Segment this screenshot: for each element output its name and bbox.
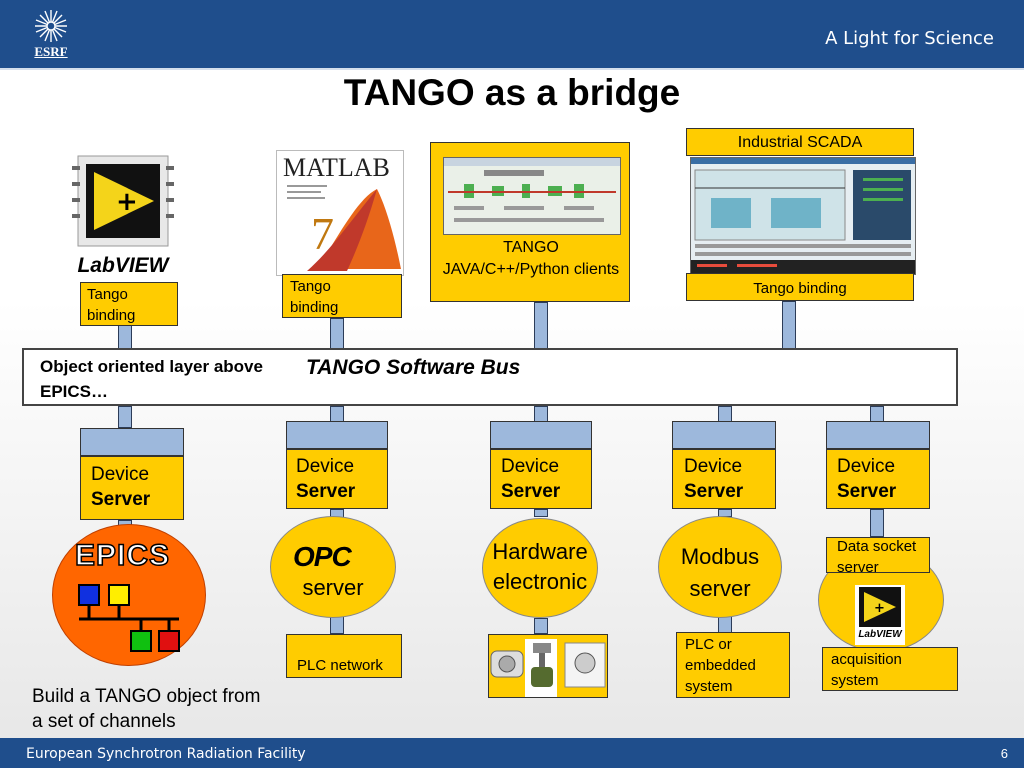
scada-binding-box: Tango binding (686, 273, 914, 301)
device-server-box: Device Server (490, 449, 592, 509)
epics-note: Build a TANGO object from a set of chann… (32, 686, 261, 732)
device-server-header (826, 421, 930, 449)
device-server-header (490, 421, 592, 449)
beamline-control-screenshot (443, 157, 621, 235)
device-server-box: Device Server (826, 449, 930, 509)
hardware-oval: Hardware electronic (482, 518, 598, 618)
matlab-membrane-icon (287, 185, 401, 271)
connector (534, 618, 548, 634)
plc-embedded-label: PLC or embedded system (685, 636, 756, 695)
device-label: Device (296, 456, 355, 477)
device-server-box: Device Server (672, 449, 776, 509)
plc-network-label: PLC network (297, 657, 383, 674)
data-socket-box: Data socket server (826, 537, 930, 576)
device-server-header (672, 421, 776, 449)
page-title: TANGO as a bridge (343, 72, 681, 113)
connector (870, 509, 884, 537)
hardware-label: Hardware electronic (492, 539, 588, 594)
hardware-devices-icon (490, 639, 606, 697)
hardware-box (488, 634, 608, 698)
server-label: Server (837, 481, 897, 502)
connector (782, 301, 796, 349)
connector (330, 406, 344, 422)
bus-title: TANGO Software Bus (306, 356, 521, 379)
connector (118, 406, 132, 428)
logo-text: ESRF (34, 44, 68, 59)
scada-header: Industrial SCADA (737, 134, 863, 151)
device-server-box: Device Server (80, 456, 184, 520)
page-number: 6 (1000, 746, 1008, 761)
esrf-star-icon (35, 10, 67, 42)
matlab-binding-box: Tango binding (282, 274, 402, 318)
connector (870, 406, 884, 422)
tango-clients-label: TANGO JAVA/C++/Python clients (442, 239, 620, 278)
epics-oval: EPICS (52, 524, 206, 666)
device-server-header (286, 421, 388, 449)
binding-label: Tango binding (290, 278, 339, 316)
device-server-header (80, 428, 184, 456)
plc-embedded-box: PLC or embedded system (676, 632, 790, 698)
footer-text: European Synchrotron Radiation Facility (26, 746, 306, 762)
server-label: Server (91, 489, 151, 510)
footer-bar (0, 738, 1024, 768)
tango-software-bus (22, 348, 958, 406)
epics-logo-text: EPICS (74, 538, 171, 573)
tagline: A Light for Science (825, 28, 994, 49)
esrf-logo: ESRF (24, 8, 78, 60)
plc-network-box: PLC network (286, 634, 402, 678)
scada-header-box: Industrial SCADA (686, 128, 914, 156)
opc-logo: OPC (293, 541, 352, 572)
labview-logo: + LabVIEW (72, 152, 174, 280)
acquisition-label: acquisition system (831, 651, 902, 689)
connector (534, 406, 548, 422)
device-label: Device (501, 456, 560, 477)
svg-text:+: + (116, 187, 138, 217)
labview-small-text: LabVIEW (858, 629, 902, 640)
modbus-oval: Modbus server (658, 516, 782, 618)
labview-binding-box: Tango binding (80, 282, 178, 326)
labview-small-logo: + LabVIEW (855, 585, 905, 645)
scada-screenshot (690, 157, 916, 275)
header-bar (0, 0, 1024, 70)
acquisition-box: acquisition system (822, 647, 958, 691)
bus-subtitle: Object oriented layer above EPICS… (40, 357, 263, 401)
connector (330, 318, 344, 349)
server-label: Server (501, 481, 561, 502)
matlab-version: 7 (311, 208, 334, 259)
opc-server-label: server (302, 575, 364, 600)
connector (330, 616, 344, 634)
connector (534, 509, 548, 517)
svg-text:+: + (874, 601, 885, 616)
server-label: Server (296, 481, 356, 502)
device-server-box: Device Server (286, 449, 388, 509)
connector (118, 325, 132, 349)
matlab-logo: MATLAB 7 (276, 150, 404, 276)
labview-icon: + (859, 587, 901, 627)
modbus-label: Modbus server (680, 544, 760, 601)
epics-network-icon (78, 584, 180, 652)
matlab-logo-text: MATLAB (283, 153, 390, 182)
device-label: Device (837, 456, 896, 477)
device-label: Device (91, 464, 150, 485)
labview-icon: + (72, 155, 174, 247)
connector (534, 302, 548, 349)
server-label: Server (684, 481, 744, 502)
binding-label: Tango binding (753, 280, 847, 297)
labview-logo-text: LabVIEW (77, 254, 169, 277)
tango-clients-box: TANGO JAVA/C++/Python clients (430, 142, 630, 302)
connector (718, 406, 732, 422)
binding-label: Tango binding (87, 286, 136, 324)
opc-oval: OPC server (270, 516, 396, 618)
device-label: Device (684, 456, 743, 477)
data-socket-label: Data socket server (837, 538, 917, 576)
